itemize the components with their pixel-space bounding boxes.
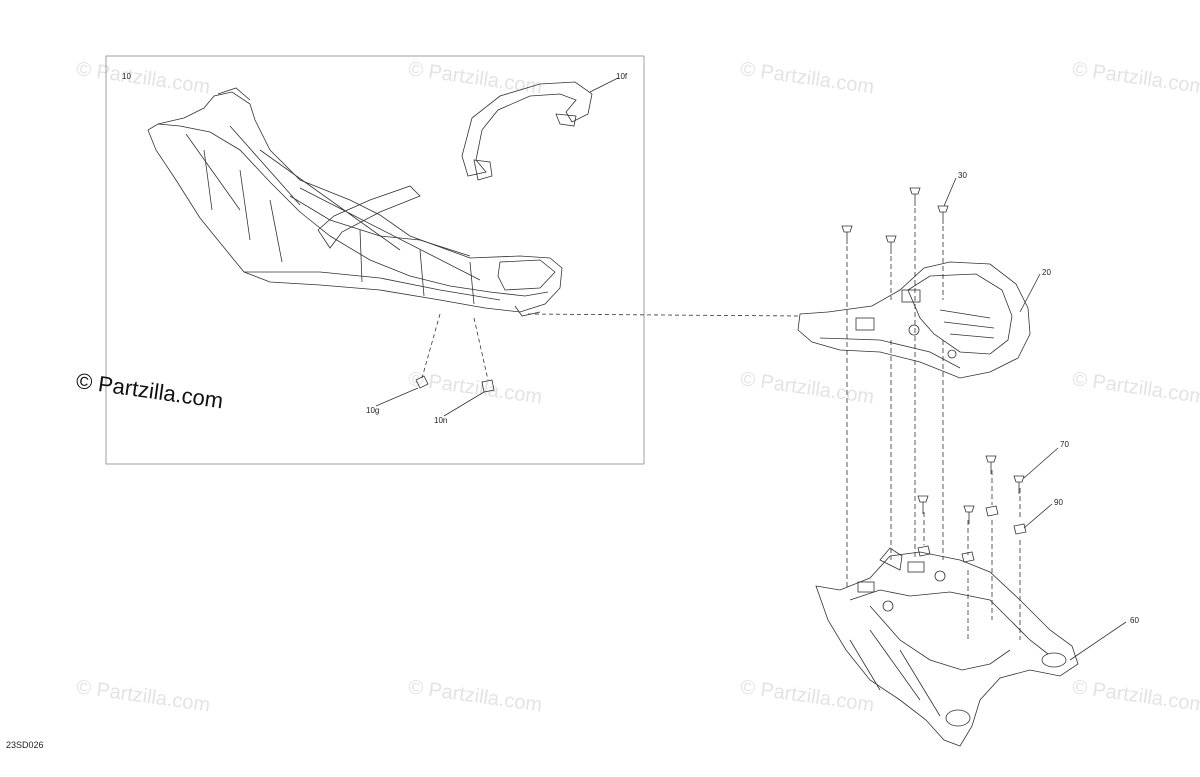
callout-70: 70 [1060,440,1069,449]
clip-10g [415,375,429,389]
callout-10g: 10g [366,406,380,415]
grab-handle-part [797,261,1031,379]
seat-assembly [147,87,563,317]
seat-strap [461,81,593,181]
callout-leaders [375,77,1127,661]
nut-10n [481,379,495,393]
screws-30 [841,187,949,254]
callout-10n: 10n [434,416,448,425]
callout-10: 10 [122,72,131,81]
diagram-code: 23SD026 [6,740,44,750]
leader-lines [421,313,801,381]
rear-bracket-part [815,547,1079,747]
callout-10f: 10f [616,72,628,81]
kit-box [105,55,645,465]
callout-90: 90 [1054,498,1063,507]
callout-20: 20 [1042,268,1051,277]
screws-70 [917,455,1025,524]
callout-60: 60 [1130,616,1139,625]
callout-30: 30 [958,171,967,180]
alignment-lines [846,208,1021,640]
nuts-90 [917,505,1027,563]
